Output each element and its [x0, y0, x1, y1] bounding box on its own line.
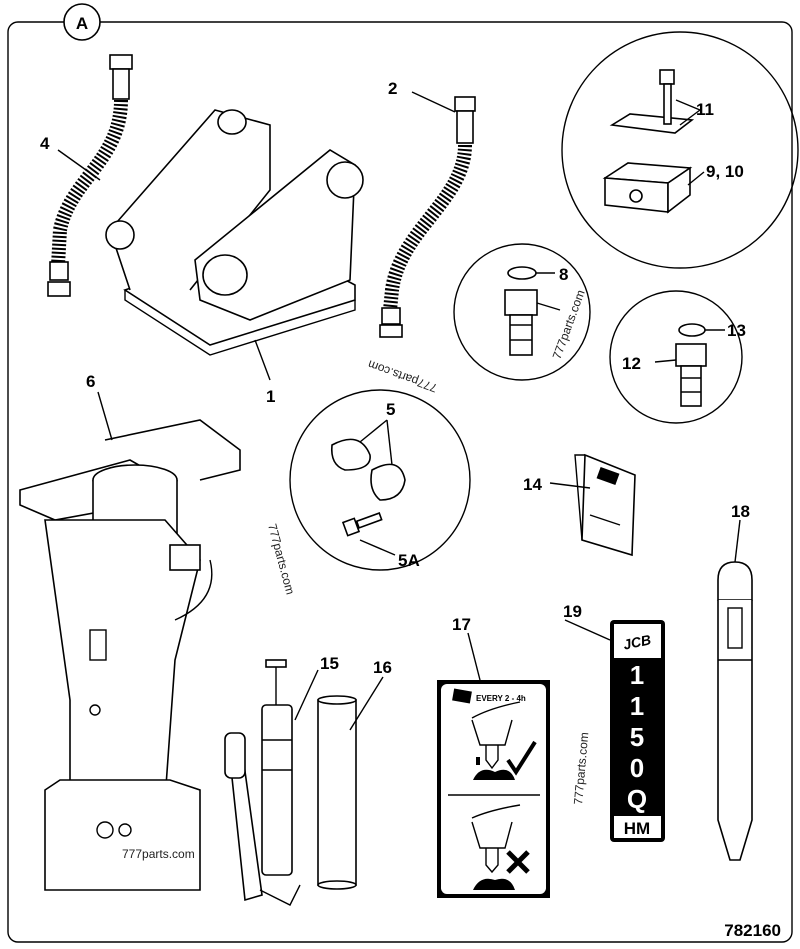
callout-8: 8	[559, 265, 568, 284]
model-suffix: HM	[624, 819, 650, 838]
detail-circle-adapter-12	[609, 290, 743, 424]
watermark: 777parts.com	[265, 522, 297, 596]
diagram-frame	[7, 21, 793, 943]
callout-18: 18	[731, 502, 750, 521]
cross-icon	[506, 850, 530, 874]
grease-gun-part-15	[224, 659, 301, 906]
callout-2: 2	[388, 79, 397, 98]
callout-19: 19	[563, 602, 582, 621]
callout-17: 17	[452, 615, 471, 634]
detail-circle-clamp	[561, 31, 799, 269]
watermark: 777parts.com	[571, 732, 591, 806]
watermark: 777parts.com	[122, 847, 195, 861]
detail-circle-flange	[289, 389, 471, 571]
section-letter: A	[76, 14, 88, 33]
operator-manual-part-14	[574, 453, 636, 557]
model-char: 5	[630, 722, 644, 752]
hose-part-2	[379, 96, 476, 338]
jcb-logo: JCB	[622, 631, 653, 652]
model-char: Q	[627, 784, 647, 814]
jcb-logo-small	[452, 688, 472, 704]
clamp-block-part-9-10	[602, 162, 693, 214]
callout-14: 14	[523, 475, 542, 494]
callout-13: 13	[727, 321, 746, 340]
chisel-tool-part-18	[717, 561, 753, 861]
callout-5: 5	[386, 400, 395, 419]
checkmark-icon	[506, 740, 537, 776]
detail-circle-adapter-8	[453, 243, 591, 381]
callout-11: 11	[696, 100, 714, 119]
callout-4: 4	[40, 134, 50, 153]
callout-16: 16	[373, 658, 392, 677]
callout-15: 15	[320, 654, 339, 673]
decal-interval-text: EVERY 2 - 4h	[476, 694, 526, 703]
model-char: 1	[630, 691, 644, 721]
split-flange-part-5	[330, 438, 406, 501]
hammer-breaker-part-6	[19, 419, 241, 891]
callout-1: 1	[266, 387, 275, 406]
adapter-part-8	[504, 266, 538, 356]
screw-part-5a	[341, 512, 383, 537]
mounting-bracket-part-1	[105, 109, 364, 356]
model-char: 0	[630, 753, 644, 783]
greasing-decal-part-17: EVERY 2 - 4h	[437, 680, 550, 898]
plate-and-bolt-part-11	[609, 69, 695, 134]
callout-9-10: 9, 10	[706, 162, 744, 181]
model-decal-part-19: JCB 1 1 5 0 Q HM	[610, 620, 665, 842]
drawing-number: 782160	[724, 921, 781, 940]
callout-6: 6	[86, 372, 95, 391]
watermark: 777parts.com	[550, 288, 588, 361]
callout-12: 12	[622, 354, 641, 373]
callout-5a: 5A	[398, 551, 420, 570]
grease-cartridge-part-16	[317, 695, 357, 890]
model-char: 1	[630, 660, 644, 690]
section-badge	[63, 3, 101, 41]
adapter-part-12-13	[675, 323, 707, 407]
